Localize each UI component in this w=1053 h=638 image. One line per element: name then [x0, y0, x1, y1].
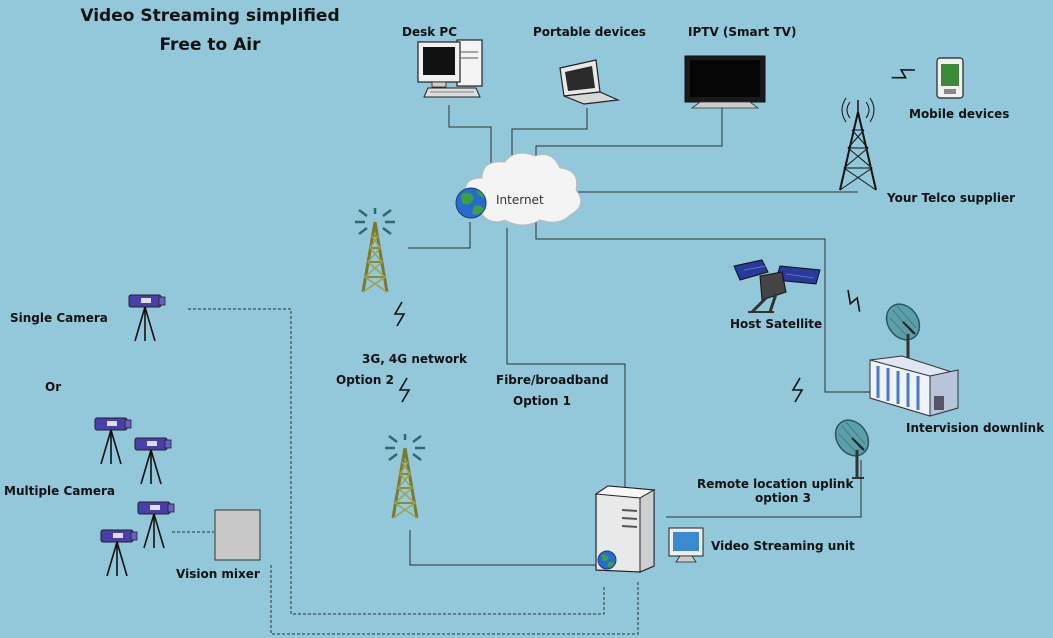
downlink-dish-icon: [878, 296, 928, 364]
streaming-unit-label: Video Streaming unit: [711, 539, 855, 553]
vision-mixer-label: Vision mixer: [176, 567, 260, 581]
server-globe-icon: [597, 550, 617, 570]
upper-cell-tower-icon: [353, 206, 397, 294]
mobile-devices-label: Mobile devices: [909, 107, 1010, 121]
or-label: Or: [45, 380, 62, 394]
telco-label: Your Telco supplier: [887, 191, 1015, 205]
bolt-lower: [399, 377, 410, 403]
desk-pc-icon: [417, 39, 483, 98]
intervision-label: Intervision downlink: [906, 421, 1045, 435]
mobile-phone-icon: [936, 57, 964, 99]
streaming-monitor-icon: [668, 527, 704, 563]
fibre-label: Fibre/broadband: [496, 373, 609, 387]
uplink-dish-icon: [827, 412, 877, 480]
single-camera-label: Single Camera: [10, 311, 108, 325]
iptv-label: IPTV (Smart TV): [688, 25, 797, 39]
single-camera-icon: [128, 294, 166, 342]
internet-label: Internet: [496, 193, 544, 207]
option2-label: Option 2: [336, 373, 394, 387]
building-icon: [869, 355, 959, 417]
desk-pc-label: Desk PC: [402, 25, 458, 39]
option1-label: Option 1: [513, 394, 571, 408]
title-line-1: Video Streaming simplified: [80, 6, 340, 26]
lower-cell-tower-icon: [383, 432, 427, 520]
internet-cloud-icon: [464, 152, 582, 226]
globe-icon: [455, 187, 487, 219]
host-satellite-label: Host Satellite: [730, 317, 823, 331]
option3-label: option 3: [755, 491, 811, 505]
streaming-server-icon: [594, 485, 656, 573]
laptop-icon: [559, 59, 621, 105]
remote-uplink-label: Remote location uplink: [697, 477, 854, 491]
network-label: 3G, 4G network: [362, 352, 467, 366]
vision-mixer-box: [214, 509, 261, 561]
portable-devices-label: Portable devices: [533, 25, 646, 39]
satellite-icon: [733, 259, 821, 314]
title-line-2: Free to Air: [159, 35, 261, 55]
smart-tv-icon: [684, 55, 766, 109]
multiple-camera-label: Multiple Camera: [4, 484, 116, 498]
dashed-lines: [172, 308, 639, 635]
telco-tower-icon: [839, 97, 877, 191]
